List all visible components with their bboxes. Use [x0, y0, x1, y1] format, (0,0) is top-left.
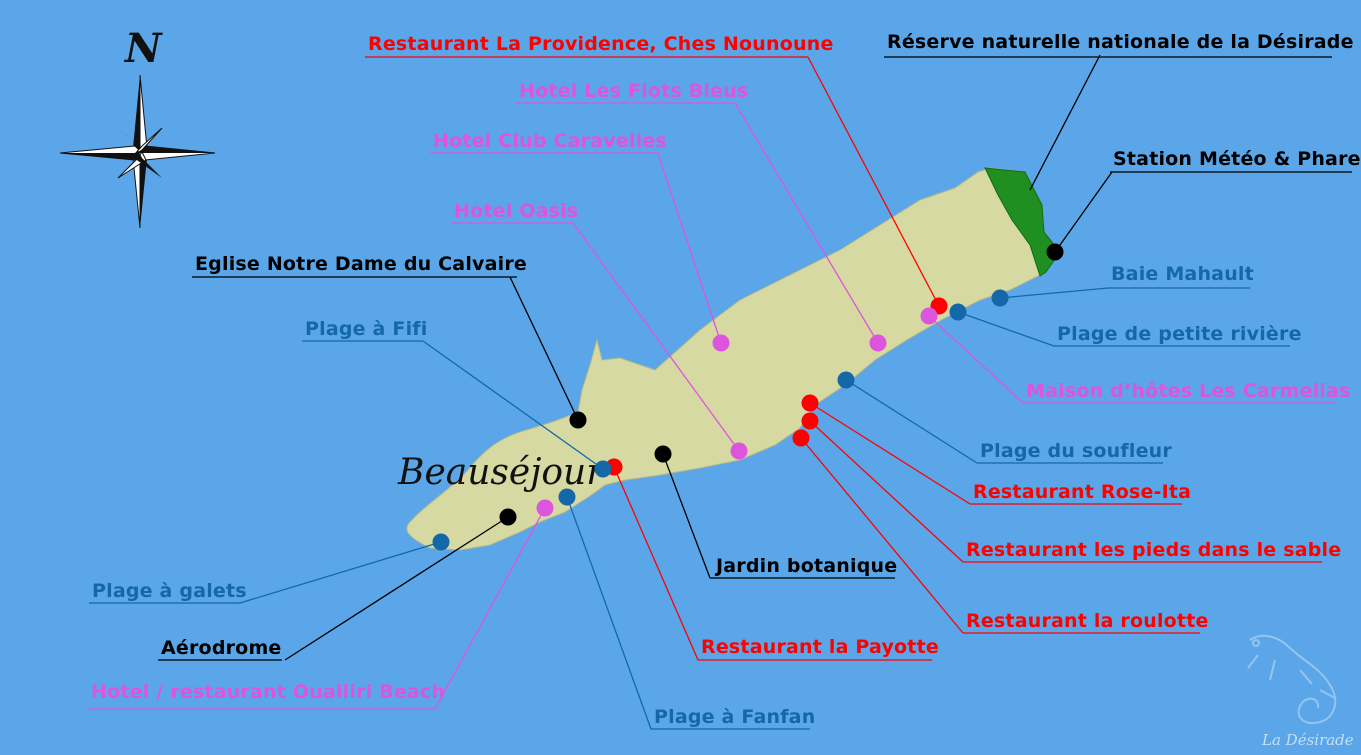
- map-points: [432, 243, 1064, 551]
- leader-line-eglise: [509, 276, 579, 421]
- beach-label-fifi[interactable]: Plage à Fifi: [305, 318, 427, 340]
- brand-label: La Désirade: [1261, 731, 1354, 749]
- compass-rose: N: [59, 25, 216, 229]
- leader-line-roseita: [809, 402, 971, 505]
- hotel-marker-oasis[interactable]: [730, 442, 748, 460]
- hotel-marker-caravelles[interactable]: [712, 334, 730, 352]
- nature-reserve-area: [984, 167, 1061, 277]
- leader-line-galets: [239, 541, 442, 604]
- leader-line-fanfan: [566, 496, 652, 730]
- hotel-label-carmelias[interactable]: Maison d’hôtes Les Carmelias: [1026, 380, 1351, 402]
- leader-line-soufleur: [845, 379, 978, 464]
- beach-label-fanfan[interactable]: Plage à Fanfan: [654, 706, 815, 728]
- landmark-label-meteo[interactable]: Station Météo & Phare: [1113, 148, 1361, 170]
- landmark-marker-jardin[interactable]: [654, 445, 672, 463]
- leader-line-caravelles: [657, 152, 722, 344]
- hotel-label-caravelles[interactable]: Hotel Club Caravelles: [433, 130, 667, 152]
- restaurant-marker-pieds[interactable]: [801, 412, 819, 430]
- leader-line-mahault: [999, 287, 1109, 299]
- restaurant-label-roulotte[interactable]: Restaurant la roulotte: [966, 610, 1209, 632]
- beach-marker-galets[interactable]: [432, 533, 450, 551]
- leader-line-payotte: [613, 466, 699, 661]
- iguana-icon: [1247, 634, 1337, 724]
- restaurant-label-roseita[interactable]: Restaurant Rose-Ita: [973, 481, 1191, 503]
- beach-marker-fifi[interactable]: [594, 460, 612, 478]
- hotel-marker-flots[interactable]: [869, 334, 887, 352]
- town-name-label: Beauséjour: [397, 452, 605, 493]
- beach-marker-soufleur[interactable]: [837, 371, 855, 389]
- restaurant-marker-roseita[interactable]: [801, 394, 819, 412]
- leader-line-jardin: [662, 453, 711, 579]
- leader-line-petiteriviere: [957, 311, 1055, 347]
- landmark-marker-eglise[interactable]: [569, 411, 587, 429]
- restaurant-label-providence[interactable]: Restaurant La Providence, Ches Nounoune: [368, 33, 834, 55]
- landmark-marker-aerodrome[interactable]: [499, 508, 517, 526]
- leader-line-fifi: [422, 340, 604, 470]
- leader-line-reserve: [1029, 54, 1101, 191]
- restaurant-label-payotte[interactable]: Restaurant la Payotte: [701, 636, 939, 658]
- leader-line-roulotte: [800, 437, 964, 634]
- hotel-label-ouailiri[interactable]: Hotel / restaurant Ouailiri Beach: [91, 681, 445, 703]
- leader-line-flots: [734, 102, 879, 344]
- beach-label-galets[interactable]: Plage à galets: [92, 580, 247, 602]
- compass-north-label: N: [123, 25, 163, 72]
- landmark-label-reserve[interactable]: Réserve naturelle nationale de la Désira…: [887, 31, 1354, 53]
- hotel-label-flots[interactable]: Hotel Les Flots Bleus: [519, 80, 748, 102]
- restaurant-marker-roulotte[interactable]: [792, 429, 810, 447]
- leader-line-aerodrome: [284, 516, 509, 661]
- hotel-marker-ouailiri[interactable]: [536, 499, 554, 517]
- beach-marker-mahault[interactable]: [991, 289, 1009, 307]
- landmark-label-eglise[interactable]: Eglise Notre Dame du Calvaire: [195, 253, 527, 275]
- leader-line-providence: [807, 56, 940, 307]
- leader-line-pieds: [809, 420, 964, 563]
- beach-label-soufleur[interactable]: Plage du soufleur: [980, 440, 1172, 462]
- restaurant-label-pieds[interactable]: Restaurant les pieds dans le sable: [966, 539, 1341, 561]
- leader-line-ouailiri: [434, 507, 546, 710]
- landmark-label-jardin[interactable]: Jardin botanique: [714, 555, 897, 577]
- hotel-marker-carmelias[interactable]: [920, 307, 938, 325]
- landmark-label-aerodrome[interactable]: Aérodrome: [161, 637, 282, 659]
- hotel-label-oasis[interactable]: Hotel Oasis: [454, 200, 578, 222]
- leader-lines: [88, 54, 1352, 730]
- beach-label-petiteriviere[interactable]: Plage de petite rivière: [1057, 323, 1302, 345]
- leader-line-carmelias: [928, 315, 1024, 404]
- beach-label-mahault[interactable]: Baie Mahault: [1111, 263, 1254, 285]
- landmark-marker-meteo[interactable]: [1046, 243, 1064, 261]
- leader-line-oasis: [572, 222, 740, 452]
- beach-marker-petiteriviere[interactable]: [949, 303, 967, 321]
- leader-line-meteo: [1054, 171, 1113, 253]
- beach-marker-fanfan[interactable]: [558, 488, 576, 506]
- map-labels: Réserve naturelle nationale de la Désira…: [91, 31, 1361, 728]
